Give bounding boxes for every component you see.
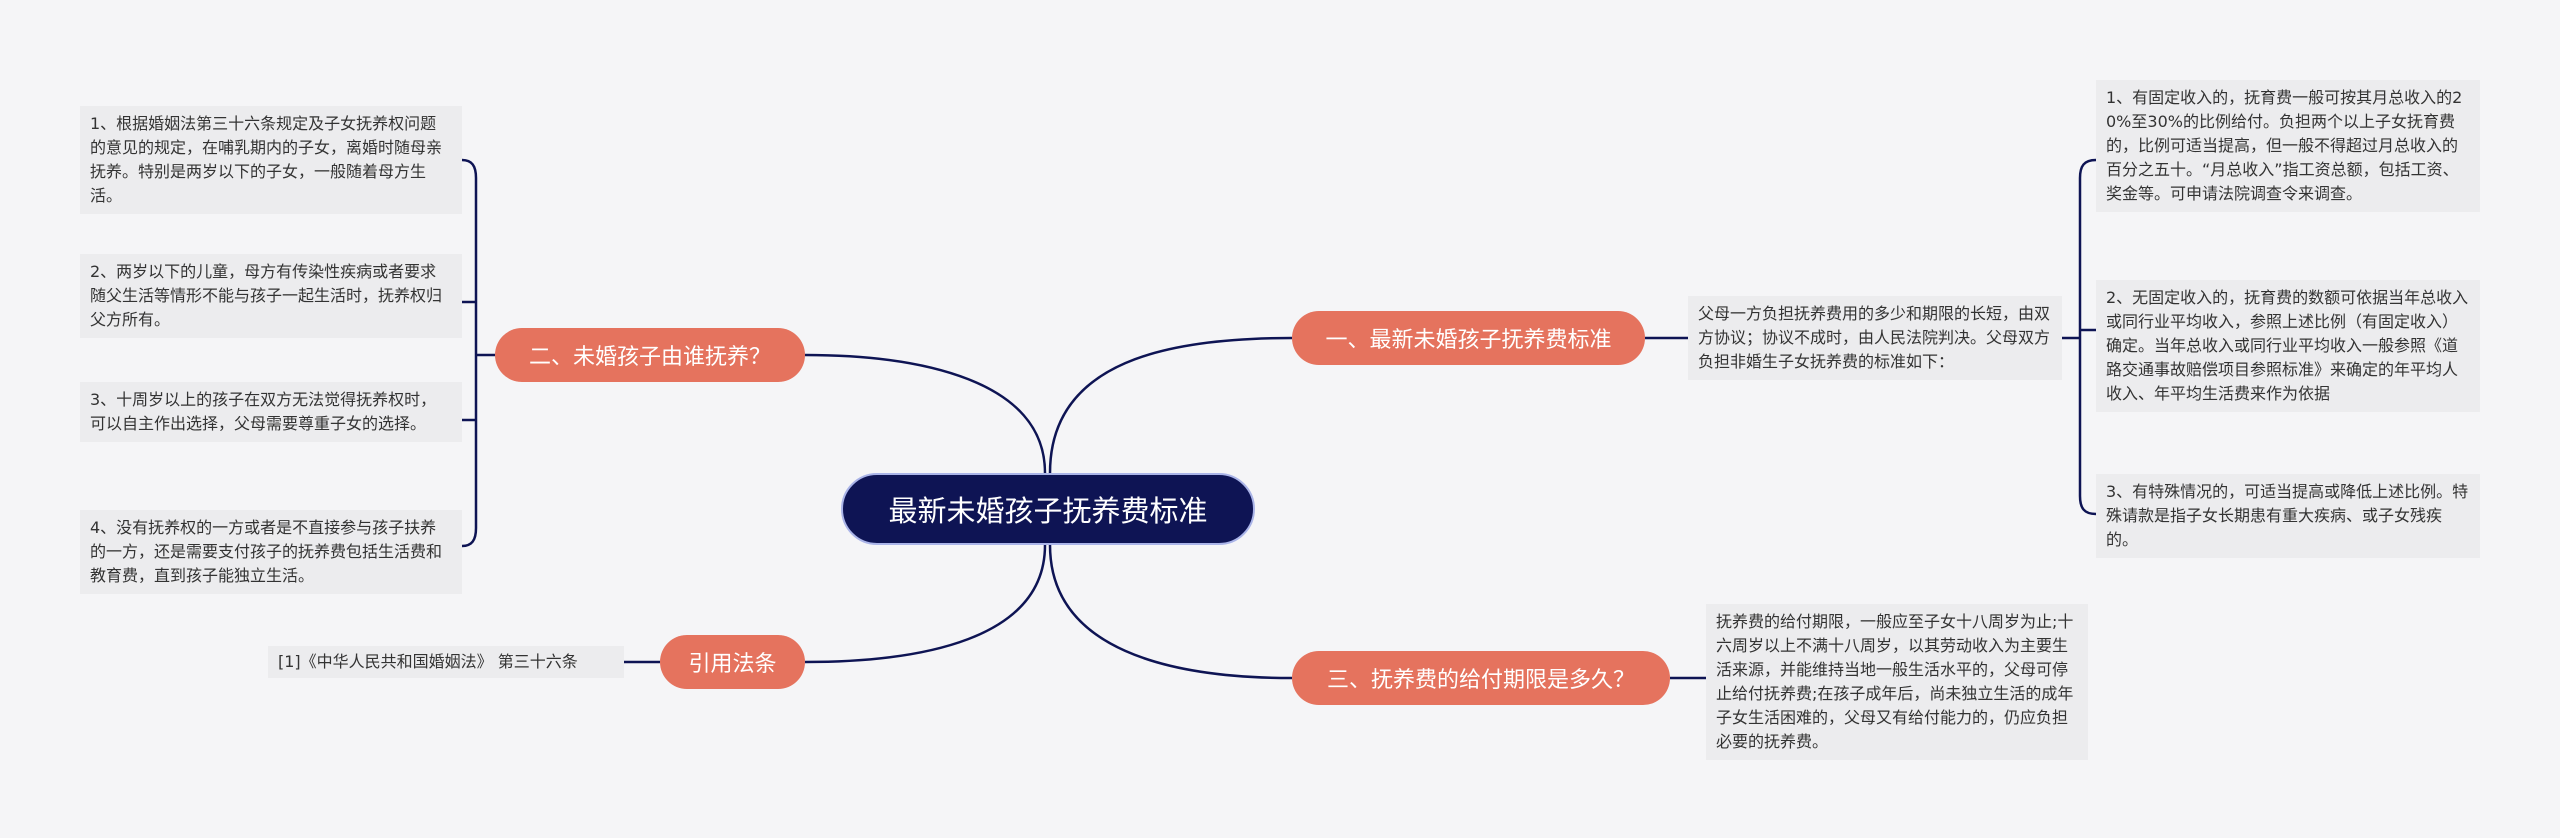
branch-citation-label: 引用法条 xyxy=(688,652,777,677)
leaf-period-text: 抚养费的给付期限，一般应至子女十八周岁为止;十六周岁以上不满十八周岁，以其劳动收… xyxy=(1706,604,2088,760)
branch-custody-label: 二、未婚孩子由谁抚养？ xyxy=(528,345,771,370)
leaf-citation-text: [1]《中华人民共和国婚姻法》 第三十六条 xyxy=(268,646,624,678)
bracket-b1-items xyxy=(2078,158,2097,516)
leaf-custody-item-1: 1、根据婚姻法第三十六条规定及子女抚养权问题的意见的规定，在哺乳期内的子女，离婚… xyxy=(80,106,462,214)
leaf-standard-item-1: 1、有固定收入的，抚育费一般可按其月总收入的20%至30%的比例给付。负担两个以… xyxy=(2096,80,2480,212)
leaf-standard-item-2: 2、无固定收入的，抚育费的数额可依据当年总收入或同行业平均收入，参照上述比例（有… xyxy=(2096,280,2480,412)
branch-period[interactable]: 三、抚养费的给付期限是多久？ xyxy=(1292,651,1670,705)
connector-root-b2 xyxy=(804,353,1047,474)
leaf-standard-item-1-text: 1、有固定收入的，抚育费一般可按其月总收入的20%至30%的比例给付。负担两个以… xyxy=(2106,88,2463,203)
leaf-standard-item-3: 3、有特殊情况的，可适当提高或降低上述比例。特殊请款是指子女长期患有重大疾病、或… xyxy=(2096,474,2480,558)
leaf-custody-item-3-text: 3、十周岁以上的孩子在双方无法觉得抚养权时，可以自主作出选择，父母需要尊重子女的… xyxy=(90,390,437,433)
root-topic[interactable]: 最新未婚孩子抚养费标准 xyxy=(841,473,1255,545)
leaf-custody-item-3: 3、十周岁以上的孩子在双方无法觉得抚养权时，可以自主作出选择，父母需要尊重子女的… xyxy=(80,382,462,442)
leaf-standard-intro-text: 父母一方负担抚养费用的多少和期限的长短，由双方协议；协议不成时，由人民法院判决。… xyxy=(1698,304,2051,371)
root-topic-label: 最新未婚孩子抚养费标准 xyxy=(888,494,1208,528)
connector-root-b1 xyxy=(1048,336,1293,474)
leaf-custody-item-4-text: 4、没有抚养权的一方或者是不直接参与孩子扶养的一方，还是需要支付孩子的抚养费包括… xyxy=(90,518,443,585)
bracket-b2-items xyxy=(461,158,478,548)
leaf-custody-item-4: 4、没有抚养权的一方或者是不直接参与孩子扶养的一方，还是需要支付孩子的抚养费包括… xyxy=(80,510,462,594)
branch-custody[interactable]: 二、未婚孩子由谁抚养？ xyxy=(495,328,805,382)
leaf-citation-text-content: [1]《中华人民共和国婚姻法》 第三十六条 xyxy=(278,652,578,671)
leaf-custody-item-2: 2、两岁以下的儿童，母方有传染性疾病或者要求随父生活等情形不能与孩子一起生活时，… xyxy=(80,254,462,338)
leaf-standard-item-2-text: 2、无固定收入的，抚育费的数额可依据当年总收入或同行业平均收入，参照上述比例（有… xyxy=(2106,288,2469,403)
branch-period-label: 三、抚养费的给付期限是多久？ xyxy=(1326,668,1635,693)
leaf-custody-item-1-text: 1、根据婚姻法第三十六条规定及子女抚养权问题的意见的规定，在哺乳期内的子女，离婚… xyxy=(90,114,443,205)
leaf-standard-item-3-text: 3、有特殊情况的，可适当提高或降低上述比例。特殊请款是指子女长期患有重大疾病、或… xyxy=(2106,482,2469,549)
leaf-custody-item-2-text: 2、两岁以下的儿童，母方有传染性疾病或者要求随父生活等情形不能与孩子一起生活时，… xyxy=(90,262,443,329)
leaf-standard-intro: 父母一方负担抚养费用的多少和期限的长短，由双方协议；协议不成时，由人民法院判决。… xyxy=(1688,296,2062,380)
branch-citation[interactable]: 引用法条 xyxy=(660,635,805,689)
connector-root-b4 xyxy=(804,544,1047,664)
branch-standard[interactable]: 一、最新未婚孩子抚养费标准 xyxy=(1292,311,1645,365)
branch-standard-label: 一、最新未婚孩子抚养费标准 xyxy=(1325,328,1612,353)
leaf-period-text-content: 抚养费的给付期限，一般应至子女十八周岁为止;十六周岁以上不满十八周岁，以其劳动收… xyxy=(1716,612,2074,751)
connector-root-b3 xyxy=(1048,544,1293,680)
